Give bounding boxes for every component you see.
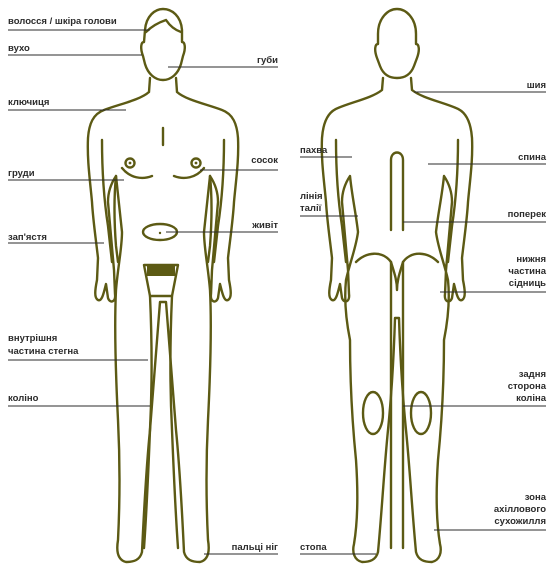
front-navel (159, 232, 161, 234)
front-nipple-dot-left (129, 162, 132, 165)
label-achilles-1: зона (525, 492, 547, 503)
label-ear: вухо (8, 43, 30, 54)
front-figure (88, 9, 238, 562)
label-buttocks-1: нижня (516, 254, 546, 265)
front-hairline (146, 20, 181, 32)
label-neck: шия (527, 80, 546, 91)
front-chest-left (122, 168, 152, 178)
label-waist-2: талії (300, 203, 322, 214)
front-body-outline (88, 78, 238, 562)
front-chest-right (174, 168, 204, 178)
back-head (375, 9, 419, 78)
label-scalp: волосся / шкіра голови (8, 16, 117, 27)
front-inner-legs (144, 296, 178, 548)
back-spine (391, 153, 403, 231)
back-calf-left (363, 392, 383, 434)
back-calf-right (411, 392, 431, 434)
label-toes: пальці ніг (232, 542, 278, 553)
label-back-knee-1: задня (519, 369, 546, 380)
label-foot: стопа (300, 542, 327, 553)
leader-lines (8, 30, 546, 554)
back-buttocks (356, 254, 438, 290)
label-back-knee-2: сторона (508, 381, 547, 392)
label-lips: губи (257, 55, 278, 66)
front-nipple-dot-right (195, 162, 198, 165)
front-groin-fill (147, 264, 175, 276)
back-inner-legs (391, 262, 403, 548)
label-nipple: сосок (251, 155, 278, 166)
label-armpit: пахва (300, 145, 328, 156)
label-waist-1: лінія (300, 191, 323, 202)
label-achilles-2: ахіллового (494, 504, 546, 515)
label-inner-thigh-2: частина стегна (8, 346, 79, 357)
label-lower-back: поперек (508, 209, 547, 220)
label-buttocks-3: сідниць (509, 278, 546, 289)
labels: волосся / шкіра голови вухо ключиця груд… (8, 16, 547, 553)
label-wrist: зап'ястя (8, 232, 47, 243)
label-achilles-3: сухожилля (494, 516, 546, 527)
back-body-outline (322, 78, 472, 562)
label-back-knee-3: коліна (516, 393, 547, 404)
label-knee: коліно (8, 393, 39, 404)
label-buttocks-2: частина (508, 266, 546, 277)
front-head (141, 9, 185, 80)
label-chest: груди (8, 168, 35, 179)
label-belly: живіт (251, 220, 278, 231)
label-inner-thigh-1: внутрішня (8, 333, 57, 344)
label-collarbone: ключиця (8, 97, 49, 108)
label-back: спина (518, 152, 547, 163)
